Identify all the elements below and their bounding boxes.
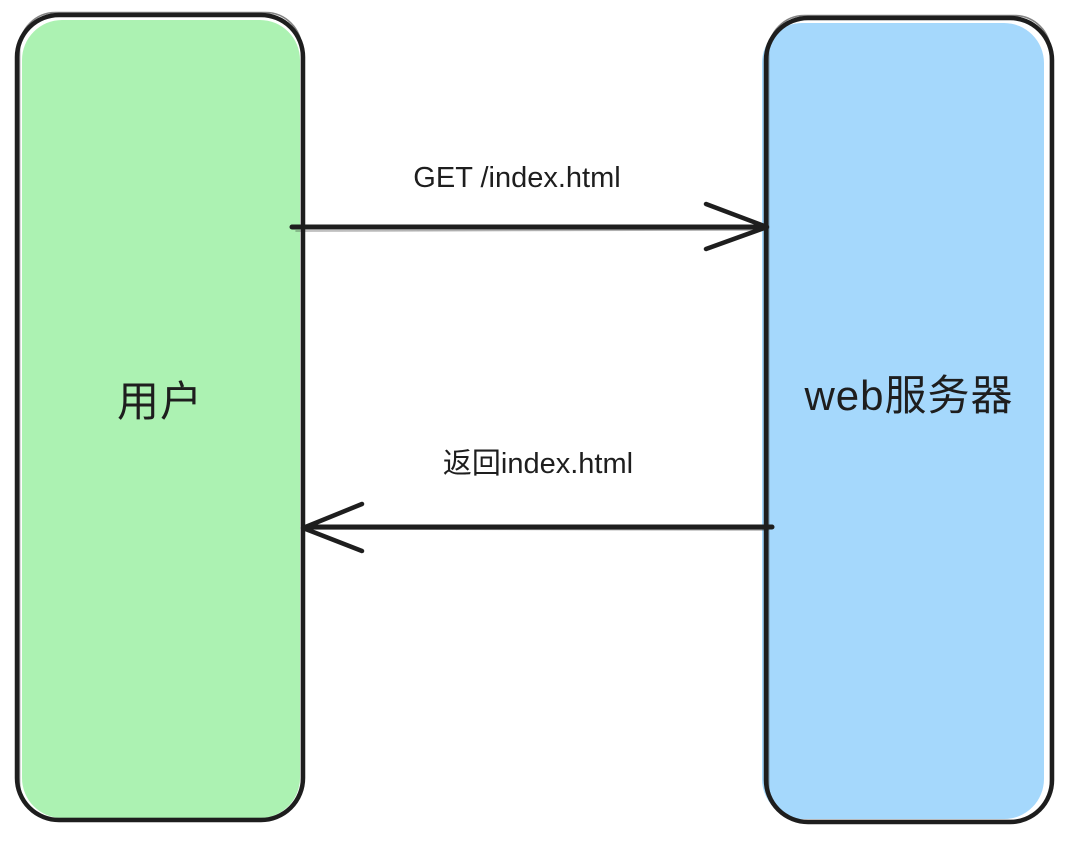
response-arrow bbox=[300, 501, 775, 554]
server-node-border-sketch bbox=[767, 14, 1052, 822]
server-node-label: web服务器 bbox=[804, 372, 1014, 419]
response-arrow-line-sketch bbox=[309, 528, 769, 531]
request-arrow-label: GET /index.html bbox=[413, 162, 621, 194]
server-node-shape bbox=[762, 14, 1055, 825]
user-node-fill bbox=[22, 20, 300, 818]
response-arrowhead-icon bbox=[300, 501, 365, 554]
request-arrowhead-icon bbox=[703, 201, 770, 252]
user-node-shape bbox=[14, 11, 306, 823]
user-node-border bbox=[14, 12, 306, 823]
user-node-border-sketch bbox=[18, 11, 303, 820]
request-arrow bbox=[289, 201, 770, 252]
response-arrow-label: 返回index.html bbox=[442, 448, 634, 480]
server-node-border bbox=[763, 15, 1055, 825]
user-node-label: 用户 bbox=[116, 378, 203, 425]
server-node-fill bbox=[762, 23, 1044, 819]
request-arrow-line-sketch bbox=[295, 229, 761, 232]
